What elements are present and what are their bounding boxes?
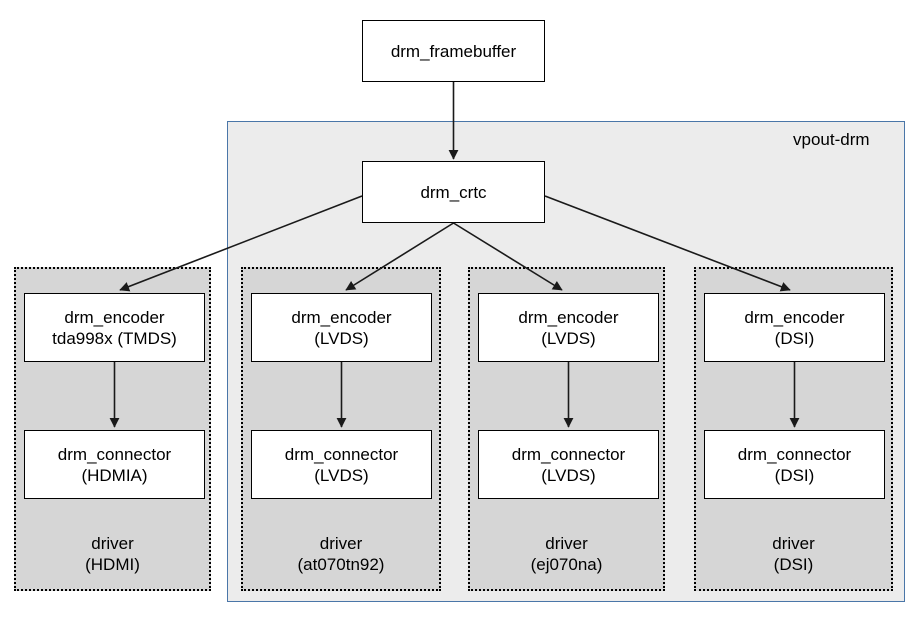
node-connector-2[interactable]: drm_connector (LVDS)	[251, 430, 432, 499]
node-encoder-2[interactable]: drm_encoder (LVDS)	[251, 293, 432, 362]
driver-label-2-line2: (at070tn92)	[297, 555, 385, 574]
driver-label-4: driver (DSI)	[694, 533, 893, 575]
node-encoder-3[interactable]: drm_encoder (LVDS)	[478, 293, 659, 362]
node-encoder-2-line1: drm_encoder	[291, 307, 392, 327]
node-connector-4[interactable]: drm_connector (DSI)	[704, 430, 885, 499]
node-encoder-1-line2: tda998x (TMDS)	[52, 328, 177, 348]
node-connector-2-line1: drm_connector	[284, 444, 399, 464]
driver-label-3-line1: driver	[545, 534, 588, 553]
driver-label-3: driver (ej070na)	[468, 533, 665, 575]
node-encoder-4-line1: drm_encoder	[744, 307, 845, 327]
driver-label-4-line2: (DSI)	[773, 555, 814, 574]
node-connector-1-line1: drm_connector	[57, 444, 172, 464]
driver-label-3-line2: (ej070na)	[530, 555, 603, 574]
node-drm-framebuffer[interactable]: drm_framebuffer	[362, 20, 545, 82]
node-drm-crtc-label: drm_crtc	[420, 182, 487, 202]
driver-label-1: driver (HDMI)	[14, 533, 211, 575]
node-connector-4-line1: drm_connector	[737, 444, 852, 464]
node-encoder-1[interactable]: drm_encoder tda998x (TMDS)	[24, 293, 205, 362]
node-connector-1[interactable]: drm_connector (HDMIA)	[24, 430, 205, 499]
node-connector-3-line1: drm_connector	[511, 444, 626, 464]
node-connector-3[interactable]: drm_connector (LVDS)	[478, 430, 659, 499]
node-connector-1-line2: (HDMIA)	[81, 465, 148, 485]
node-encoder-4[interactable]: drm_encoder (DSI)	[704, 293, 885, 362]
node-encoder-4-line2: (DSI)	[774, 328, 815, 348]
node-encoder-3-line1: drm_encoder	[518, 307, 619, 327]
node-encoder-1-line1: drm_encoder	[64, 307, 165, 327]
node-connector-3-line2: (LVDS)	[541, 465, 596, 485]
node-connector-2-line2: (LVDS)	[314, 465, 369, 485]
node-connector-4-line2: (DSI)	[774, 465, 815, 485]
driver-label-4-line1: driver	[772, 534, 815, 553]
driver-label-1-line1: driver	[91, 534, 134, 553]
driver-label-2: driver (at070tn92)	[241, 533, 441, 575]
driver-label-2-line1: driver	[319, 534, 363, 553]
driver-label-1-line2: (HDMI)	[85, 555, 140, 574]
node-encoder-2-line2: (LVDS)	[314, 328, 369, 348]
node-drm-framebuffer-label: drm_framebuffer	[390, 41, 517, 61]
node-encoder-3-line2: (LVDS)	[541, 328, 596, 348]
module-label-vpout-drm: vpout-drm	[793, 130, 870, 149]
node-drm-crtc[interactable]: drm_crtc	[362, 161, 545, 223]
